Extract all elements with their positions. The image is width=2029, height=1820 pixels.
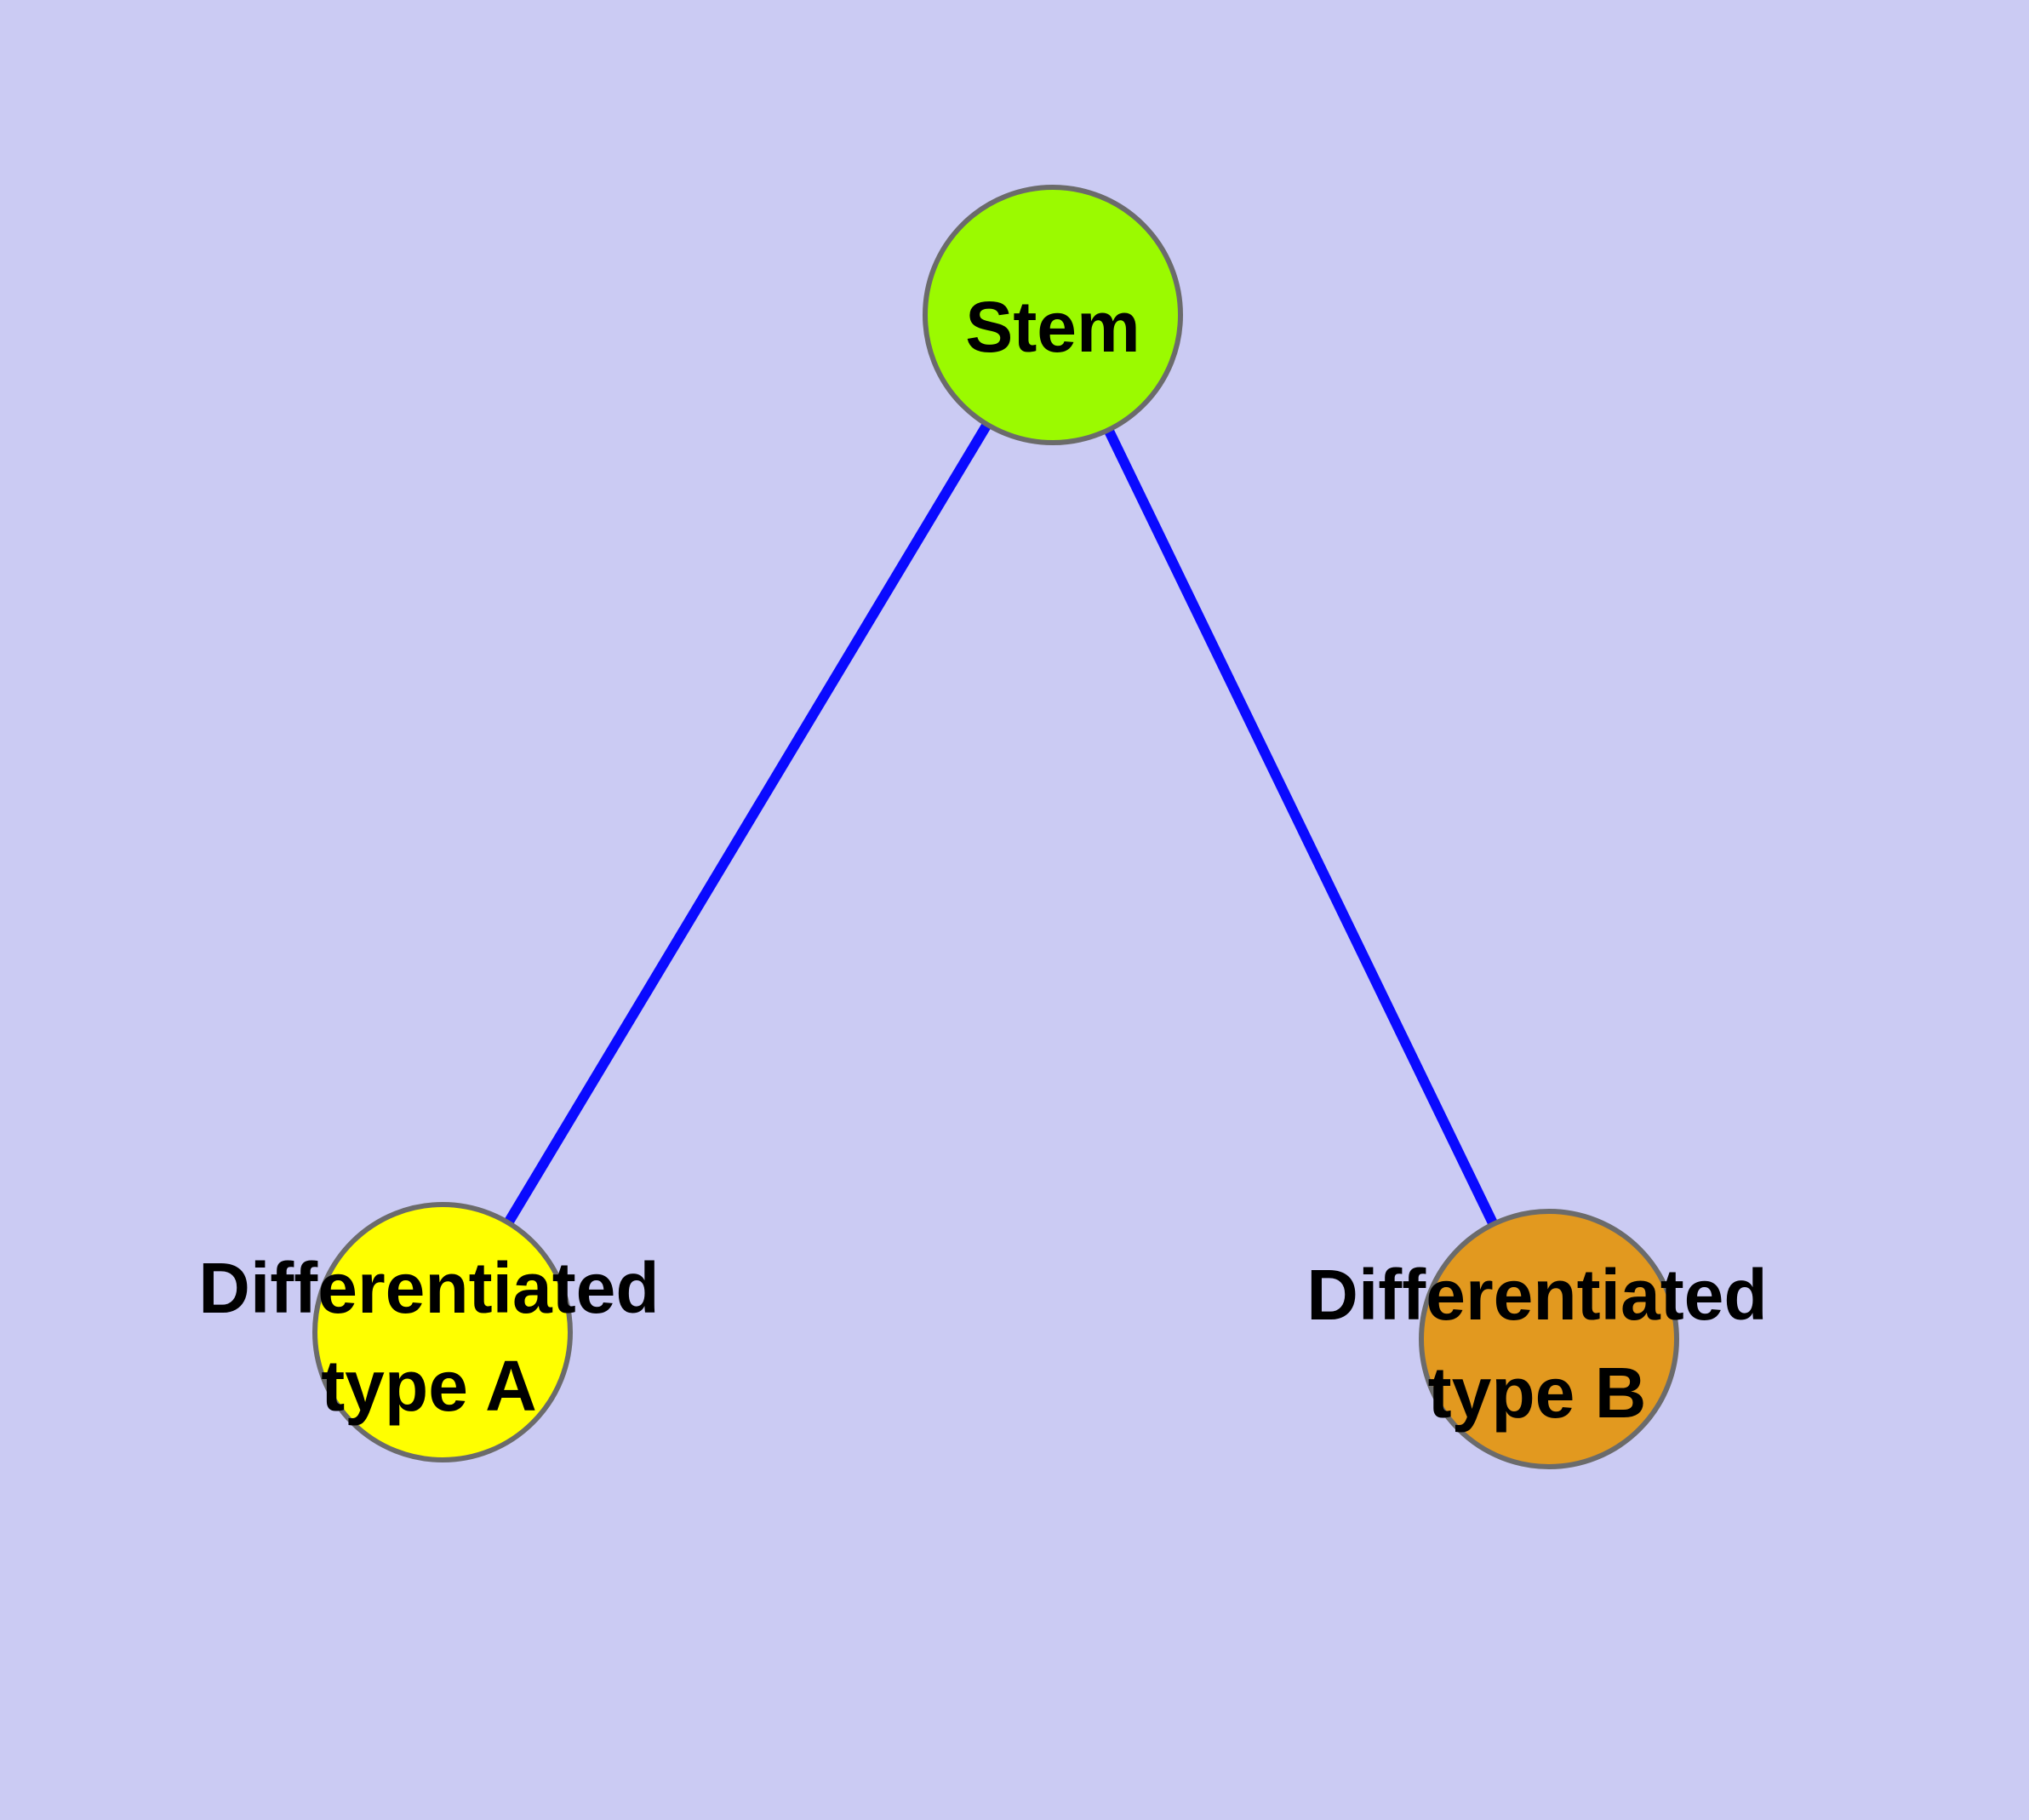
- node-type-a-label: Differentiated type A: [198, 1248, 659, 1426]
- node-stem-circle: [923, 185, 1183, 445]
- node-type-a-label-line1: Differentiated: [198, 1248, 659, 1328]
- node-type-b-label-line1: Differentiated: [1306, 1255, 1767, 1335]
- node-type-a-label-line2: type A: [321, 1346, 537, 1426]
- node-stem-label: Stem: [965, 287, 1140, 367]
- edge-stem-to-type-b: [1048, 312, 1554, 1342]
- edge-stem-to-type-a: [437, 312, 1058, 1336]
- node-type-a-circle: [312, 1202, 573, 1462]
- node-type-b-label-line2: type B: [1428, 1353, 1647, 1433]
- node-type-b-label: Differentiated type B: [1306, 1255, 1767, 1433]
- node-type-b-circle: [1419, 1209, 1679, 1469]
